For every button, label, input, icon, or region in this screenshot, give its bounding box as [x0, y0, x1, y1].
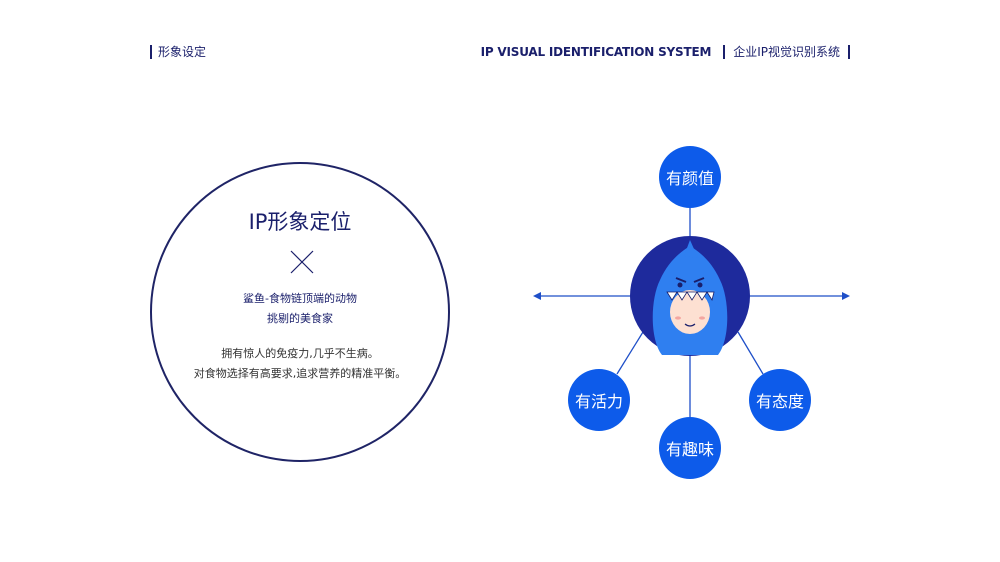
connector-left	[616, 331, 644, 375]
section-title: 形象设定	[150, 45, 206, 59]
arrow-right-icon	[842, 292, 850, 300]
trait-bubble-bottom: 有趣味	[659, 417, 721, 479]
trait-label: 有态度	[755, 392, 804, 411]
trait-label: 有活力	[574, 392, 623, 411]
header-system: IP VISUAL IDENTIFICATION SYSTEM 企业IP视觉识别…	[481, 45, 850, 59]
header-divider	[723, 45, 726, 59]
header-end-bar	[848, 45, 850, 59]
positioning-desc-primary: 鲨鱼-食物链顶端的动物 挑剔的美食家	[152, 289, 448, 329]
trait-bubble-left: 有活力	[568, 369, 630, 431]
system-title-en: IP VISUAL IDENTIFICATION SYSTEM	[480, 45, 712, 59]
positioning-title: IP形象定位	[248, 210, 352, 234]
cross-icon	[290, 250, 314, 274]
desc-line: 鲨鱼-食物链顶端的动物	[243, 292, 357, 305]
arrow-left-icon	[533, 292, 541, 300]
shark-avatar	[630, 236, 750, 356]
desc-line: 挑剔的美食家	[267, 312, 333, 325]
desc-line: 拥有惊人的免疫力,几乎不生病。	[221, 347, 379, 360]
trait-bubble-right: 有态度	[749, 369, 811, 431]
positioning-circle: IP形象定位 鲨鱼-食物链顶端的动物 挑剔的美食家 拥有惊人的免疫力,几乎不生病…	[150, 162, 450, 462]
trait-bubble-top: 有颜值	[659, 146, 721, 208]
positioning-desc-secondary: 拥有惊人的免疫力,几乎不生病。 对食物选择有高要求,追求营养的精准平衡。	[152, 344, 448, 384]
system-title-cn: 企业IP视觉识别系统	[733, 45, 840, 59]
trait-label: 有颜值	[665, 169, 714, 188]
desc-line: 对食物选择有高要求,追求营养的精准平衡。	[193, 367, 407, 380]
trait-label: 有趣味	[665, 440, 714, 459]
connector-right	[737, 331, 764, 375]
